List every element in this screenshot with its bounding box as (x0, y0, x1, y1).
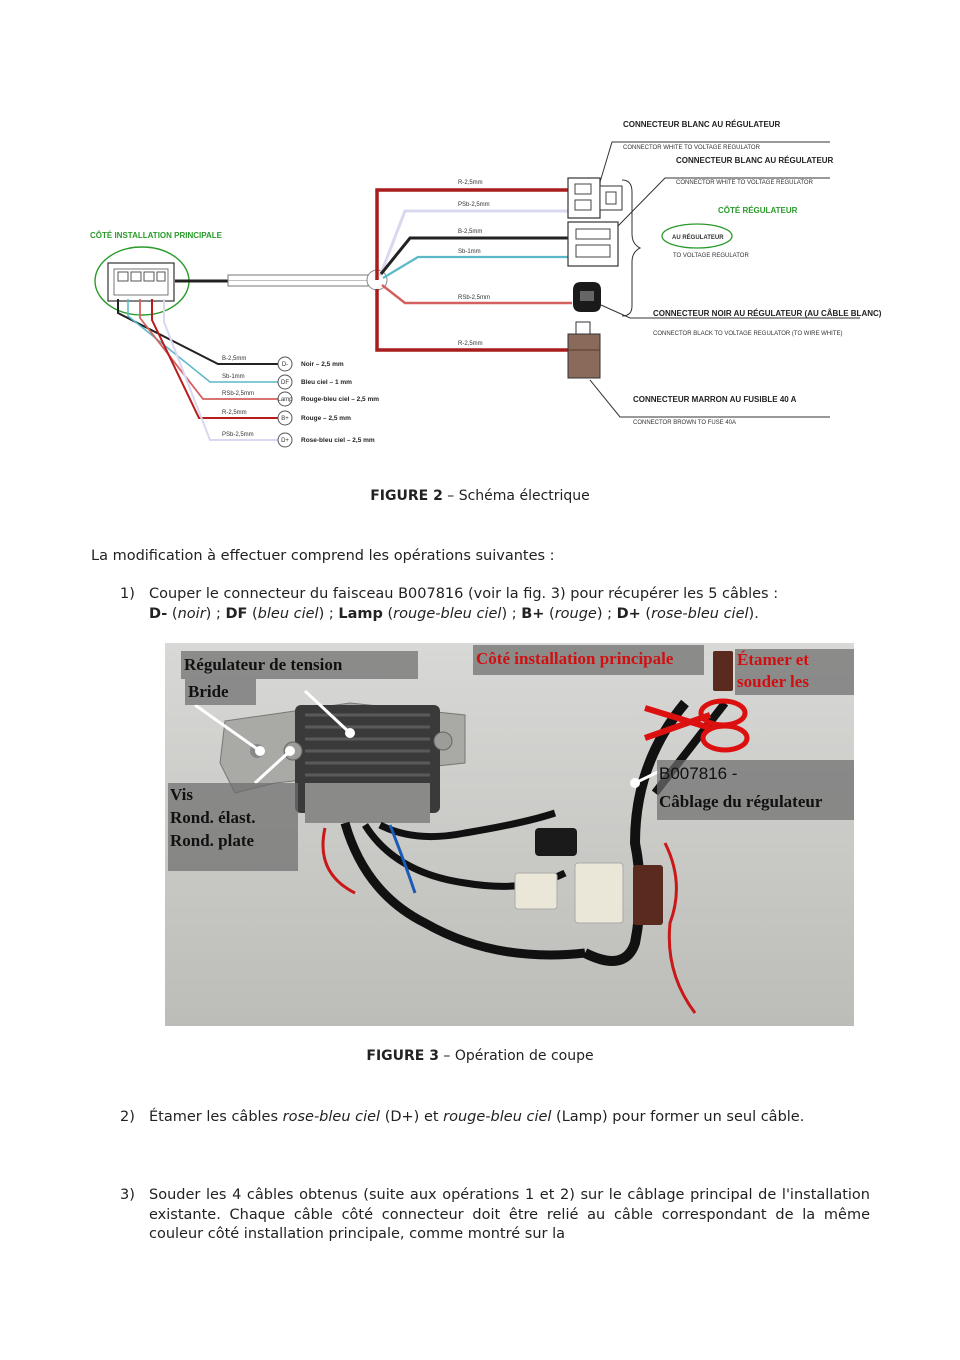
white-connector-1 (567, 177, 623, 219)
step-2-number: 2) (120, 1109, 135, 1125)
white-connector-2 (567, 221, 619, 267)
step-2-italic-1: rose-bleu ciel (282, 1109, 381, 1125)
label-bride: Bride (185, 679, 256, 705)
label-etamer-line2: souder les (737, 672, 809, 691)
legend-description: Rouge – 2,5 mm (301, 415, 351, 422)
figure2-caption: FIGURE 2 – Schéma électrique (0, 488, 960, 504)
legend-wire-label: RSb-2,5mm (222, 391, 254, 397)
cable-lamp: Lamp (338, 605, 383, 622)
scissors-icon (643, 698, 750, 753)
step-2-text-a: Étamer les câbles (149, 1109, 283, 1125)
legend-pin-label: Lamp (277, 397, 293, 403)
callout-black: CONNECTEUR NOIR AU RÉGULATEUR (AU CÂBLE … (653, 309, 882, 318)
step-3-number: 3) (120, 1187, 135, 1203)
legend-pin-circle (277, 374, 293, 390)
intro-paragraph: La modification à effectuer comprend les… (91, 548, 555, 564)
cable-bplus-color: rouge (554, 605, 597, 622)
legend-pin-circle (277, 432, 293, 448)
figure3-caption: FIGURE 3 – Opération de coupe (0, 1048, 960, 1064)
callout-white-1: CONNECTEUR BLANC AU RÉGULATEUR (623, 120, 781, 129)
step-2-text-b: (D+) et (380, 1109, 444, 1125)
legend-wire-label: Sb-1mm (222, 374, 245, 380)
cable-df-color: bleu ciel (257, 605, 319, 622)
legend-wire-label: R-2,5mm (222, 410, 247, 416)
legend-pin-label: DF (281, 380, 289, 386)
callout-white-2-en: CONNECTOR WHITE TO VOLTAGE REGULATOR (676, 180, 814, 186)
figure3-photo: Régulateur de tension Bride Vis Rond. él… (165, 643, 854, 1026)
label-vis-group: Vis Rond. élast. Rond. plate (168, 783, 298, 871)
wire-label-psb: PSb-2,5mm (458, 202, 490, 208)
callout-black-en: CONNECTOR BLACK TO VOLTAGE REGULATOR (TO… (653, 331, 842, 337)
legend-description: Bleu ciel – 1 mm (301, 379, 352, 386)
legend-pin-label: D- (282, 362, 288, 368)
label-cote-installation: CÔTÉ INSTALLATION PRINCIPALE (90, 231, 223, 240)
figure2-caption-label: FIGURE 2 (370, 488, 443, 504)
label-regulateur: Régulateur de tension (181, 651, 418, 679)
step-2: 2) Étamer les câbles rose-bleu ciel (D+)… (120, 1108, 870, 1128)
callout-brown: CONNECTEUR MARRON AU FUSIBLE 40 A (633, 395, 797, 404)
callout-white-1-en: CONNECTOR WHITE TO VOLTAGE REGULATOR (623, 145, 761, 151)
label-cote-regulateur: CÔTÉ RÉGULATEUR (718, 206, 798, 215)
figure2-caption-text: – Schéma électrique (442, 488, 590, 504)
wiring-diagram: CÔTÉ INSTALLATION PRINCIPALE R-2,5mm PSb… (90, 120, 882, 448)
cable-dplus: D+ (616, 605, 641, 622)
step-3: 3) Souder les 4 câbles obtenus (suite au… (120, 1186, 870, 1245)
label-vis: Vis (170, 785, 193, 804)
black-connector (573, 282, 601, 312)
legend-description: Rose-bleu ciel – 2,5 mm (301, 437, 375, 444)
cable-dplus-color: rose-bleu ciel (651, 605, 749, 622)
legend-pin-circle (277, 410, 293, 426)
cable-lamp-color: rouge-bleu ciel (393, 605, 502, 622)
step-1-text: Couper le connecteur du faisceau B007816… (149, 586, 779, 602)
regulator-ellipse (661, 223, 733, 249)
step-3-text: Souder les 4 câbles obtenus (suite aux o… (149, 1187, 870, 1242)
legend-description: Rouge-bleu ciel – 2,5 mm (301, 396, 379, 403)
wire-label-r2: R-2,5mm (458, 341, 483, 347)
step-1-number: 1) (120, 586, 135, 602)
label-cablage: B007816 - Câblage du régulateur (657, 760, 854, 820)
label-rond-elast: Rond. élast. (170, 808, 256, 827)
callout-brown-en: CONNECTOR BROWN TO FUSE 40A (633, 420, 736, 426)
cable-bplus: B+ (521, 605, 545, 622)
figure3-caption-label: FIGURE 3 (366, 1048, 439, 1064)
legend-pin-label: B+ (281, 416, 289, 422)
label-cablage-regulateur: Câblage du régulateur (659, 792, 823, 811)
label-rond-plate: Rond. plate (170, 831, 255, 850)
regulator-tag-en: TO VOLTAGE REGULATOR (673, 253, 749, 259)
step-2-italic-2: rouge-bleu ciel (443, 1109, 552, 1125)
legend-wire-label: PSb-2,5mm (222, 432, 254, 438)
label-etamer: Étamer et souder les (735, 649, 854, 695)
wire-label-r1: R-2,5mm (458, 180, 483, 186)
callout-white-2: CONNECTEUR BLANC AU RÉGULATEUR (676, 156, 834, 165)
legend-pin-circle (277, 356, 293, 372)
label-etamer-line1: Étamer et (737, 650, 809, 669)
wire-label-rsb: RSb-2,5mm (458, 295, 490, 301)
figure3-caption-text: – Opération de coupe (438, 1048, 594, 1064)
legend-pin-circle (277, 391, 293, 407)
step-2-text-c: (Lamp) pour former un seul câble. (551, 1109, 805, 1125)
legend-wire-label: B-2,5mm (222, 356, 246, 362)
legend-description: Noir – 2,5 mm (301, 361, 344, 368)
step-1: 1) Couper le connecteur du faisceau B007… (120, 586, 779, 622)
wire-label-b: B-2,5mm (458, 229, 482, 235)
cable-df: DF (225, 605, 248, 622)
legend-pin-label: D+ (281, 438, 289, 444)
regulator-tag: AU RÉGULATEUR (672, 233, 724, 241)
label-b007816: B007816 - (659, 764, 738, 783)
cable-dminus: D- (149, 605, 168, 622)
label-cote-installation-photo: Côté installation principale (473, 645, 704, 675)
cable-dminus-color: noir (177, 605, 206, 622)
brown-connector (567, 321, 601, 379)
wire-label-sb: Sb-1mm (458, 249, 481, 255)
